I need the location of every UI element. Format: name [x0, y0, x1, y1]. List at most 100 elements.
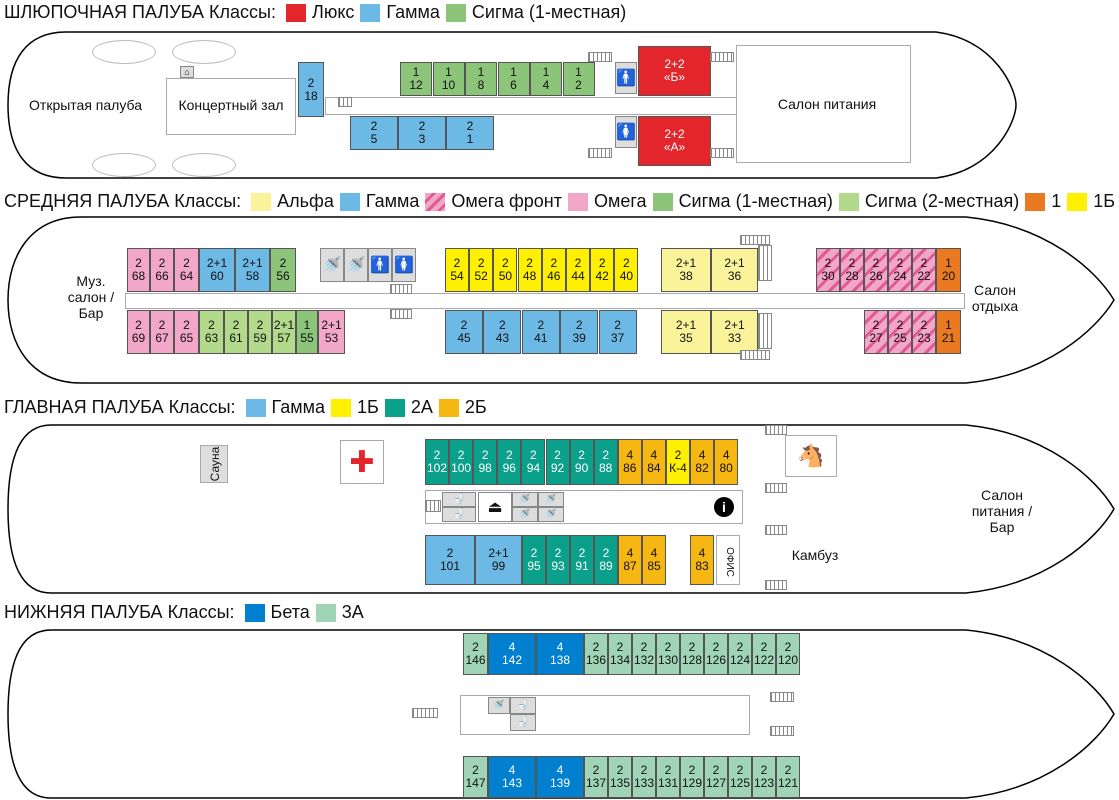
- info-icon[interactable]: i: [714, 497, 734, 517]
- shower-icon[interactable]: 🚿: [512, 492, 538, 507]
- shower-icon[interactable]: 🚿: [512, 507, 538, 522]
- shower-icon[interactable]: 🚿: [320, 248, 344, 282]
- wc-male-icon[interactable]: 🚹: [615, 62, 637, 94]
- cabin-«Б»[interactable]: 2+2«Б»: [638, 46, 711, 96]
- shower-icon[interactable]: 🚿: [538, 492, 564, 507]
- wc-female-icon[interactable]: 🚺: [615, 116, 637, 148]
- wc-female-icon[interactable]: 🚺: [392, 248, 416, 282]
- shower-icon[interactable]: 🚿: [488, 697, 510, 714]
- wc-icon[interactable]: 🚽: [510, 714, 536, 731]
- wc-icon[interactable]: 🚽: [442, 507, 476, 522]
- shower-icon[interactable]: 🚿: [538, 507, 564, 522]
- shower-icon[interactable]: 🚿: [344, 248, 368, 282]
- ironing-icon[interactable]: ⏏: [478, 492, 512, 522]
- cabin-«А»[interactable]: 2+2«А»: [638, 116, 711, 166]
- wc-icon[interactable]: 🚽: [442, 492, 476, 507]
- wc-male-icon[interactable]: 🚹: [368, 248, 392, 282]
